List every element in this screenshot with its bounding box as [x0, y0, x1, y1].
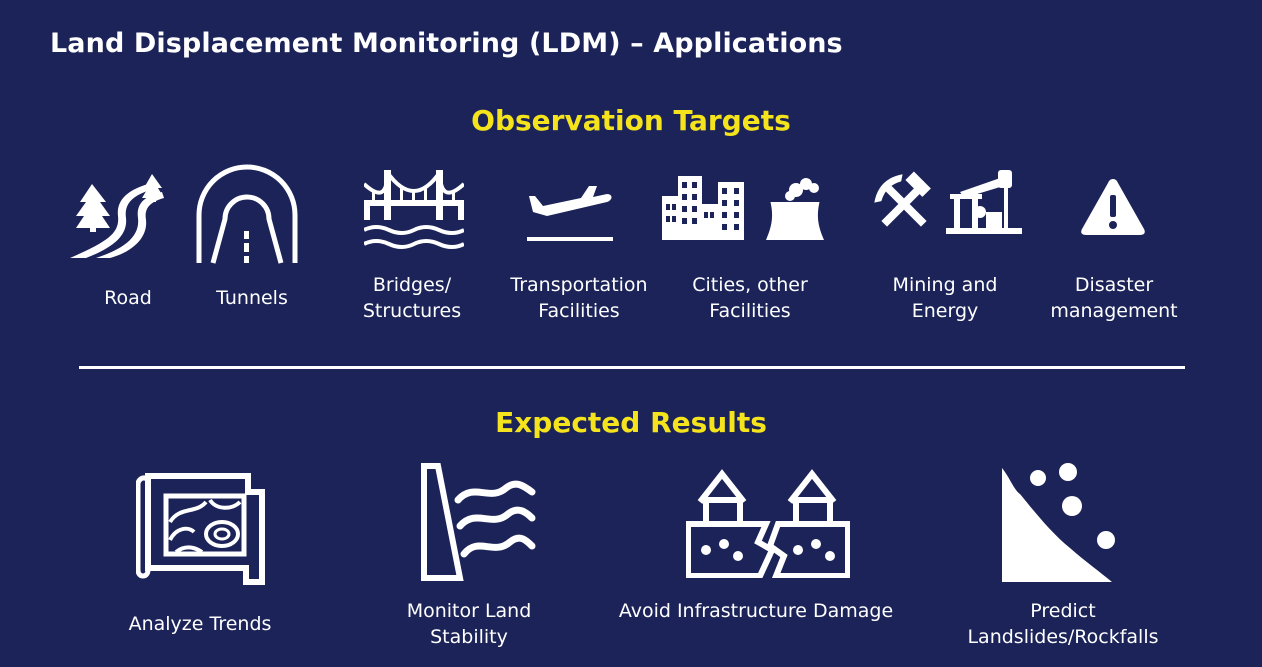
cracked-ground-houses-icon: [686, 466, 850, 578]
rockfall-icon: [1000, 462, 1120, 584]
page-title: Land Displacement Monitoring (LDM) – App…: [50, 28, 843, 59]
observation-label-transportation: Transportation Facilities: [510, 274, 648, 322]
mining-energy-icon: [870, 170, 1022, 236]
observation-label-road: Road: [104, 287, 152, 309]
observation-label-cities: Cities, other Facilities: [692, 274, 808, 322]
result-label-avoid-damage: Avoid Infrastructure Damage: [618, 600, 894, 622]
wall-waves-icon: [420, 462, 536, 582]
observation-label-tunnels: Tunnels: [216, 287, 288, 309]
observation-label-bridges: Bridges/ Structures: [362, 274, 462, 322]
observation-label-mining: Mining and Energy: [892, 274, 998, 322]
expected-results-heading: Expected Results: [495, 406, 767, 439]
contour-map-icon: [136, 470, 266, 588]
bridge-icon: [364, 166, 464, 252]
airplane-icon: [527, 182, 613, 242]
result-label-monitor-stability: Monitor Land Stability: [406, 600, 532, 648]
tunnel-icon: [195, 163, 299, 267]
city-factory-icon: [662, 176, 832, 240]
observation-label-disaster: Disaster management: [1050, 274, 1178, 322]
result-label-predict-landslides: Predict Landslides/Rockfalls: [967, 600, 1159, 648]
section-divider: [79, 366, 1185, 369]
observation-targets-heading: Observation Targets: [471, 104, 791, 137]
warning-icon: [1080, 177, 1146, 237]
result-label-analyze-trends: Analyze Trends: [128, 613, 272, 635]
road-icon: [66, 172, 170, 264]
